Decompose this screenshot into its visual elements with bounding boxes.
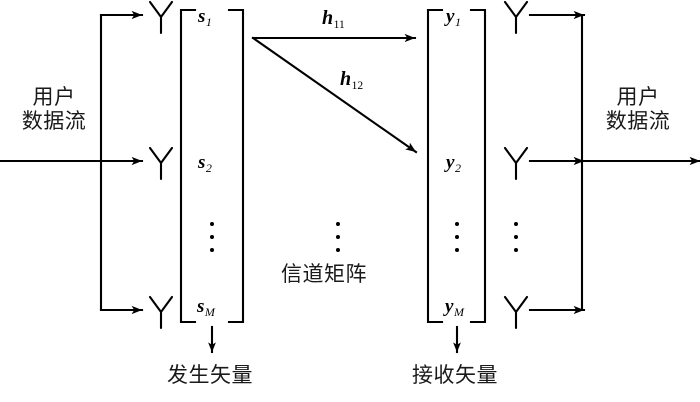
rx-antenna-1-icon — [503, 0, 529, 35]
receive-antenna-glyphs — [503, 0, 529, 330]
transmit-antenna-glyphs — [148, 0, 174, 330]
channel-coefficient-h12: h12 — [340, 68, 363, 93]
transmit-side-wiring — [0, 10, 144, 315]
tx-entry-1-sub: 1 — [205, 14, 212, 29]
channel-ellipsis — [334, 222, 342, 252]
receive-vector-entry-3: yM — [445, 296, 464, 319]
output-label-line-2: 数据流 — [605, 108, 671, 133]
tx-bracket-left — [179, 8, 197, 324]
channel-coefficient-h11: h11 — [322, 7, 345, 32]
rx-entry-1-base: y — [446, 6, 455, 27]
tx-entry-2-sub: 2 — [205, 160, 212, 175]
rx-entry-3-sub: M — [453, 304, 464, 319]
receive-side-wiring — [528, 10, 700, 315]
rx-entry-3-base: y — [445, 296, 454, 317]
rx-antenna-2-icon — [503, 146, 529, 181]
h11-sub: 11 — [333, 18, 345, 31]
transmit-vector-label: 发生矢量 — [167, 363, 253, 387]
transmit-vector-entry-3: sM — [197, 296, 215, 319]
h12-arrow — [251, 36, 418, 154]
receive-vector-bracket — [426, 8, 487, 324]
rx-entry-2-base: y — [446, 152, 455, 173]
tx-antenna-1-icon — [148, 0, 174, 35]
tx-entry-3-sub: M — [204, 304, 215, 319]
tx-entry-3-base: s — [197, 296, 205, 317]
h12-sub: 12 — [351, 79, 364, 92]
input-label-line-2: 数据流 — [21, 108, 87, 133]
rx-bracket-right — [469, 8, 487, 324]
h11-base: h — [322, 7, 334, 29]
channel-arrows — [251, 33, 418, 154]
output-data-stream-label: 用户 数据流 — [598, 85, 678, 133]
h12-base: h — [340, 68, 352, 90]
input-label-line-1: 用户 — [32, 85, 76, 109]
rx-vector-ellipsis — [453, 222, 461, 252]
tx-entry-2-base: s — [198, 152, 206, 173]
receive-vector-label: 接收矢量 — [412, 363, 498, 387]
rx-antenna-3-icon — [503, 295, 529, 330]
tx-vector-ellipsis — [208, 222, 216, 252]
input-data-stream-label: 用户 数据流 — [14, 85, 94, 133]
output-label-line-1: 用户 — [616, 85, 660, 109]
rx-bracket-left — [426, 8, 444, 324]
channel-matrix-label: 信道矩阵 — [281, 262, 367, 286]
rx-entry-1-sub: 1 — [454, 14, 461, 29]
tx-antenna-3-icon — [148, 295, 174, 330]
transmit-vector-entry-1: s1 — [198, 6, 212, 29]
transmit-vector-entry-2: s2 — [198, 152, 212, 175]
tx-bracket-right — [227, 8, 245, 324]
tx-entry-1-base: s — [198, 6, 206, 27]
receive-vector-entry-1: y1 — [446, 6, 461, 29]
transmit-vector-bracket — [179, 8, 245, 324]
rx-antenna-ellipsis — [512, 222, 520, 252]
receive-vector-entry-2: y2 — [446, 152, 461, 175]
tx-antenna-2-icon — [148, 146, 174, 181]
vector-callout-arrows — [208, 325, 461, 354]
rx-entry-2-sub: 2 — [454, 160, 461, 175]
